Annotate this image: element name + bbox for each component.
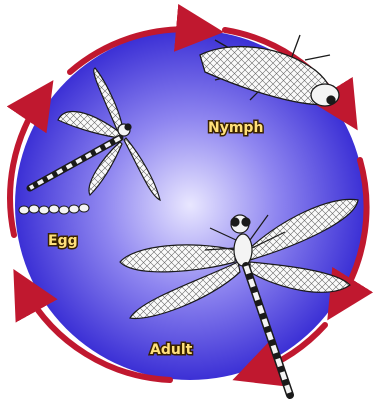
stage-label-nymph: Nymph xyxy=(208,120,263,136)
stage-label-adult: Adult xyxy=(150,342,193,358)
stage-label-egg: Egg xyxy=(48,233,78,249)
